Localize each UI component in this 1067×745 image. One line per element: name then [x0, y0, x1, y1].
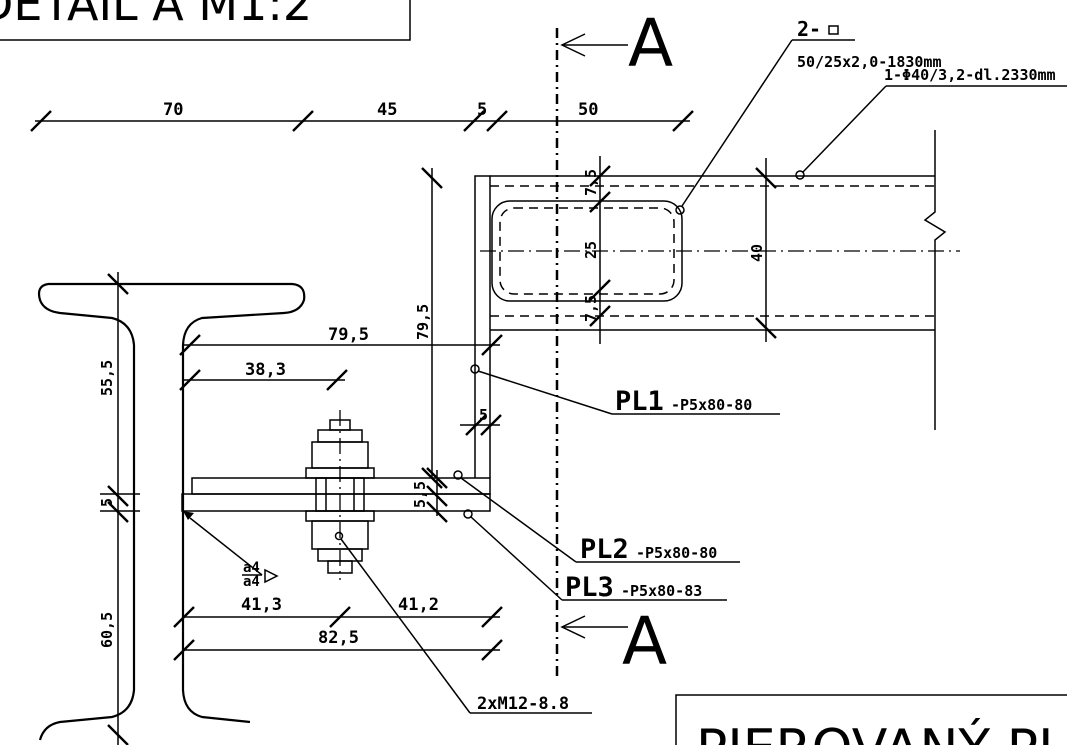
dim-top-70: 70 — [163, 100, 183, 120]
weld-upper: a4 — [243, 560, 260, 576]
dim-top-45: 45 — [377, 100, 397, 120]
dim-plate-horizontal: 79,5 — [328, 325, 369, 345]
dim-top-5: 5 — [477, 100, 487, 120]
section-line-a: A A — [555, 5, 673, 680]
dim-tube-wall-bottom: 7,5 — [582, 295, 600, 322]
weld-symbol: a4 a4 — [183, 511, 279, 590]
pl3-spec: -P5x80-83 — [621, 582, 702, 600]
pl1-spec: -P5x80-80 — [671, 396, 752, 414]
rod-spec: 1-Φ40/3,2-dl.2330mm — [884, 66, 1056, 84]
dim-plates-gap: 5,5 — [411, 481, 429, 508]
tube-spec: 50/25x2,0-1830mm — [797, 53, 942, 71]
bottom-dimensions: 41,3 41,2 82,5 — [173, 595, 503, 661]
dim-top-50: 50 — [578, 100, 598, 120]
section-letter-bottom: A — [622, 603, 667, 680]
pl3-name: PL3 — [565, 572, 614, 603]
dim-tube-height: 40 — [748, 244, 766, 262]
dim-tube-inner: 25 — [582, 241, 600, 259]
dim-bolt-offset: 38,3 — [245, 360, 286, 380]
dim-web-gap: 5 — [98, 498, 116, 507]
pl1-name: PL1 — [615, 386, 664, 417]
dim-flange-upper: 55,5 — [98, 360, 116, 396]
label-tube: 2- 50/25x2,0-1830mm — [675, 17, 942, 215]
beam-dimensions: 55,5 5 60,5 — [98, 272, 140, 745]
top-dimension-chain: 70 45 5 50 — [30, 100, 694, 132]
title-block: PIEROVANÝ PL — [675, 694, 1067, 745]
label-pl2: PL2 -P5x80-80 — [453, 470, 740, 565]
bolt-assembly — [305, 410, 375, 580]
dim-plate-vertical: 79,5 — [414, 304, 432, 340]
label-pl1: PL1 -P5x80-80 — [470, 364, 780, 417]
i-beam — [37, 282, 306, 741]
bolts-spec: 2xM12-8.8 — [477, 694, 569, 714]
label-rod: 1-Φ40/3,2-dl.2330mm — [795, 66, 1067, 180]
dim-bottom-right: 41,2 — [398, 595, 439, 615]
dim-bottom-total: 82,5 — [318, 628, 359, 648]
dim-plate-thickness: 5 — [479, 406, 488, 424]
tube-position: 2- — [797, 17, 821, 41]
label-pl3: PL3 -P5x80-83 — [463, 509, 727, 603]
tube-dimensions: 7,5 25 7,5 40 — [582, 156, 777, 344]
dim-flange-lower: 60,5 — [98, 612, 116, 648]
plate-horizontal-dims: 79,5 38,3 — [179, 325, 503, 391]
rectangular-tube — [480, 130, 960, 430]
plates-pl2-pl3: 5,5 — [181, 467, 491, 523]
title-box: DETAIL A M1:2 — [0, 0, 411, 41]
detail-title: DETAIL A M1:2 — [0, 0, 312, 31]
plate-pl1: 79,5 5 — [414, 167, 502, 489]
pl2-name: PL2 — [580, 534, 629, 565]
section-letter-top: A — [628, 5, 673, 82]
weld-lower: a4 — [243, 574, 260, 590]
label-bolts: 2xM12-8.8 — [340, 538, 592, 714]
dim-tube-wall-top: 7,5 — [582, 169, 600, 196]
title-block-text: PIEROVANÝ PL — [696, 718, 1067, 745]
pl2-spec: -P5x80-80 — [636, 544, 717, 562]
dim-bottom-left: 41,3 — [241, 595, 282, 615]
